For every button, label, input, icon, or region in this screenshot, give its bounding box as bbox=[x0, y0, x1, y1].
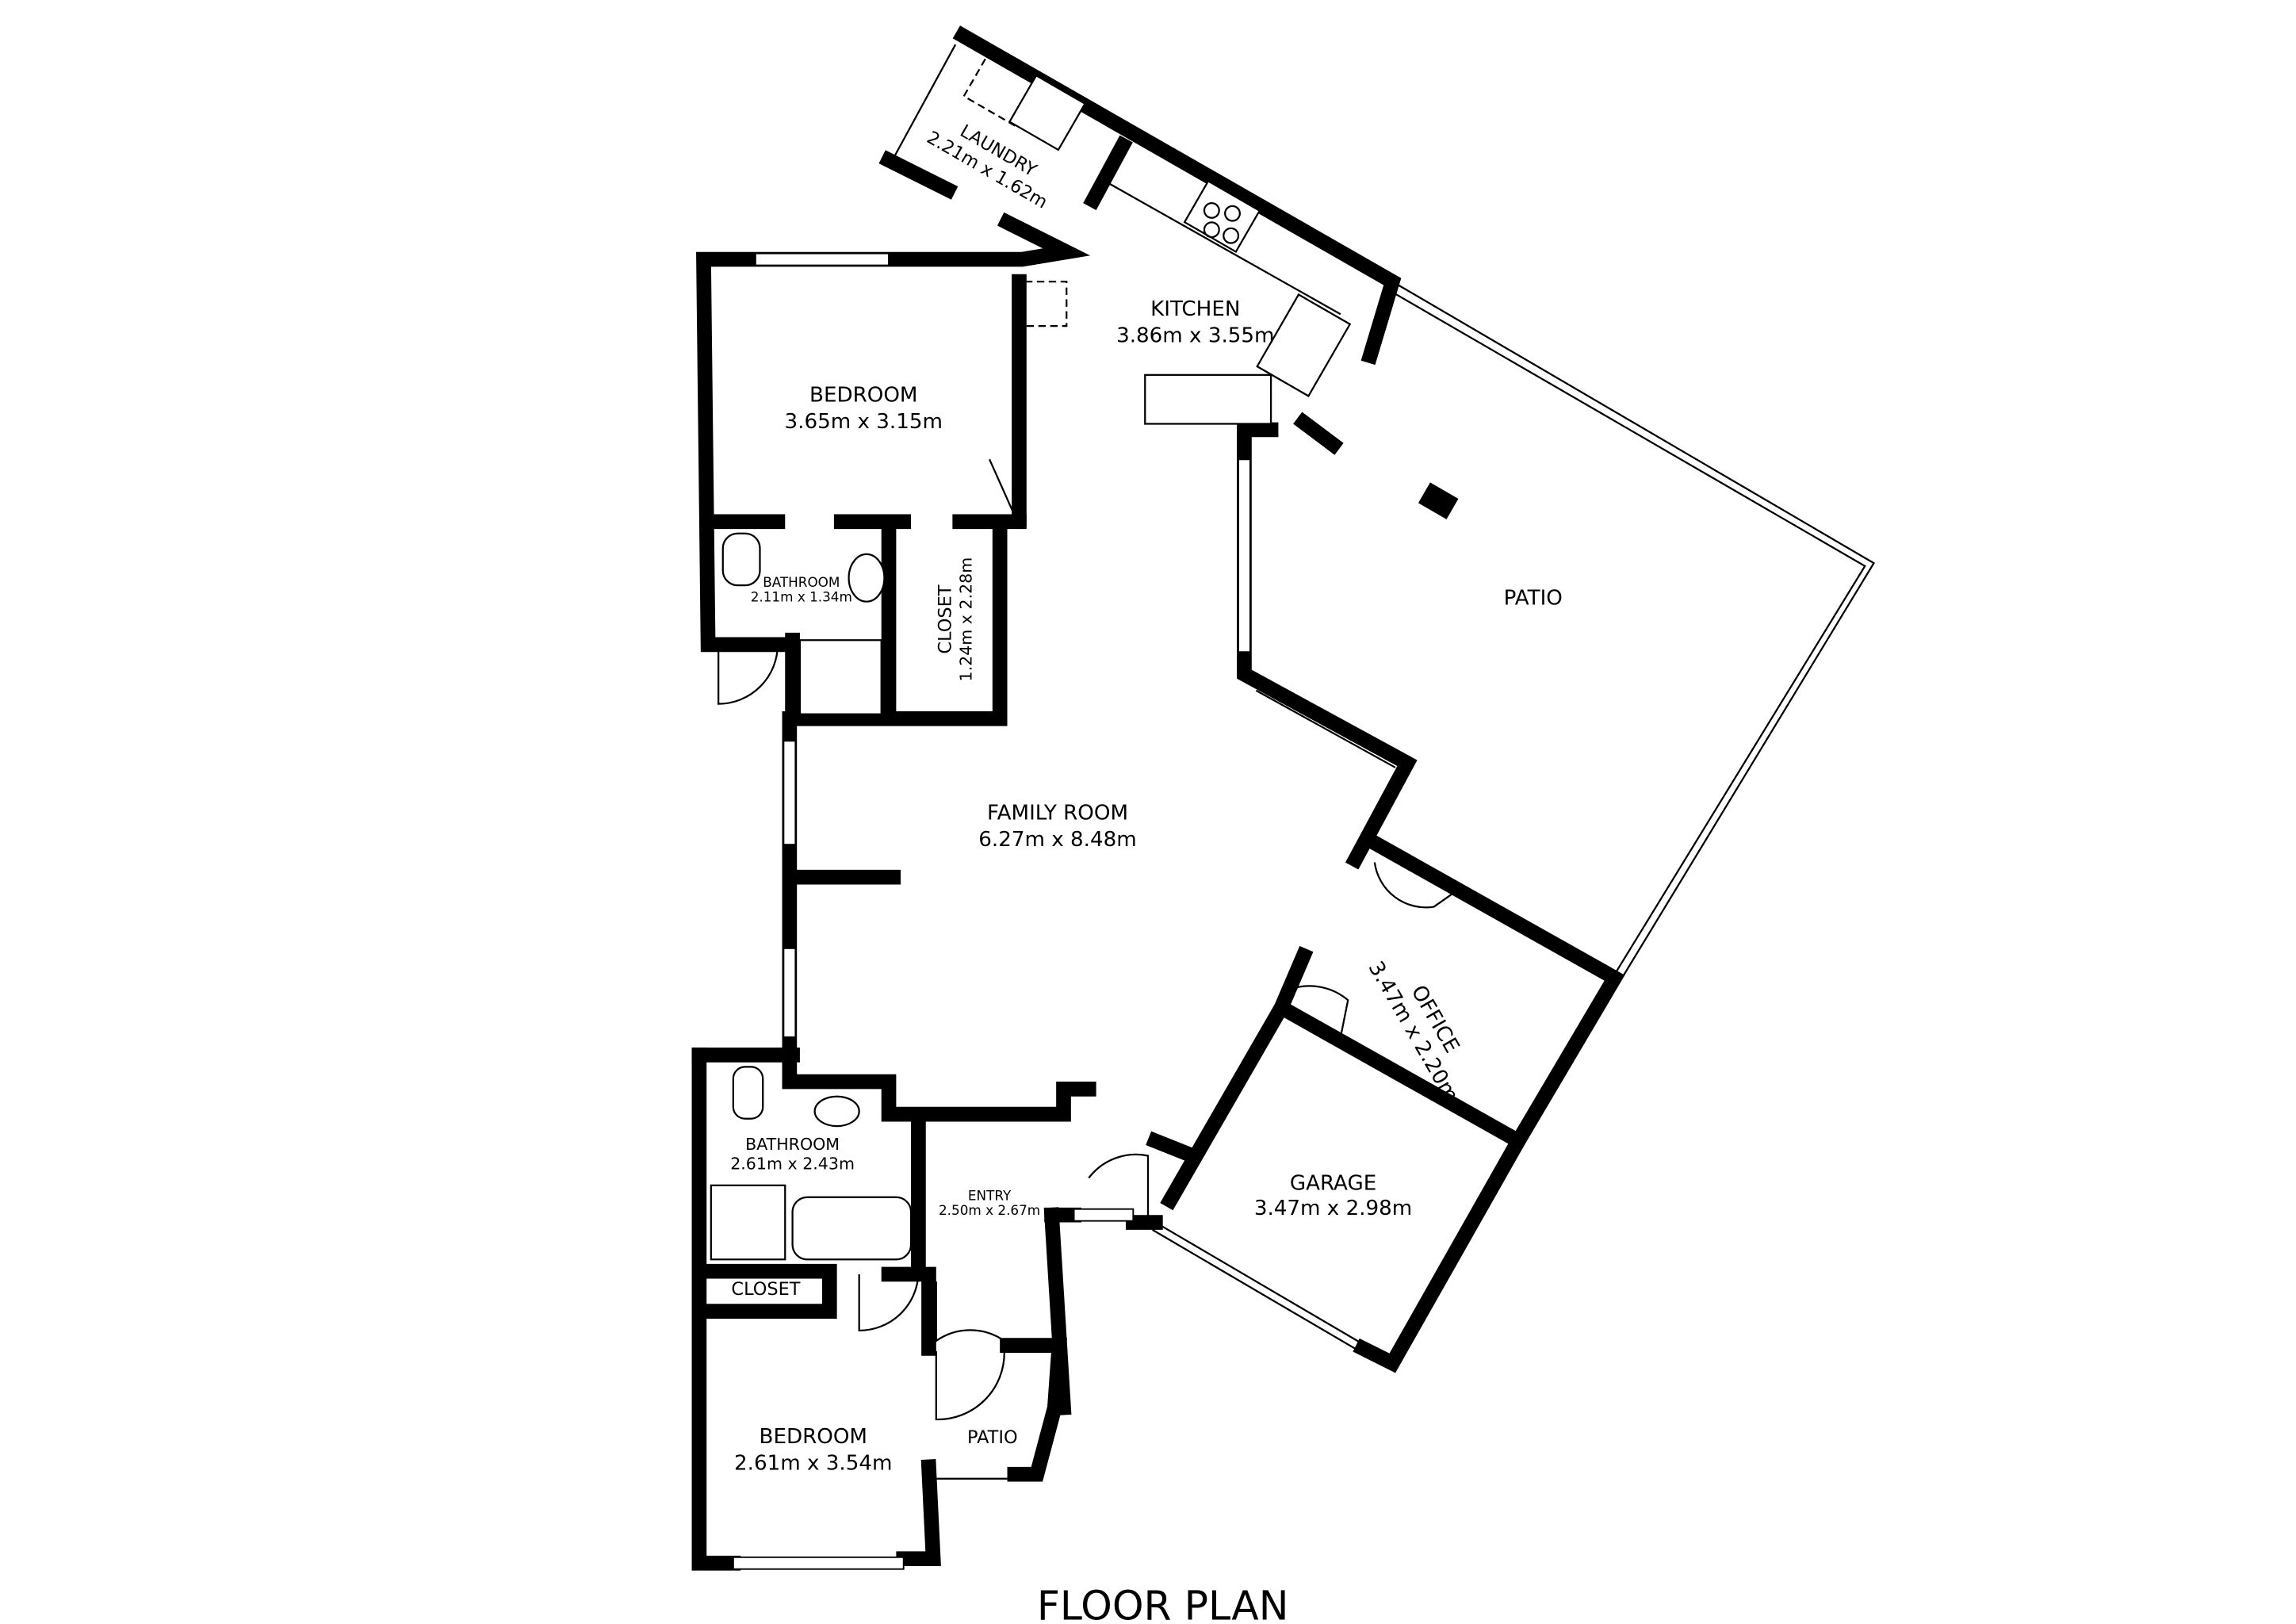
bedroom2-name: BEDROOM bbox=[760, 1425, 867, 1449]
bedroom1-name: BEDROOM bbox=[809, 383, 917, 407]
bedroom2-size: 2.61m x 3.54m bbox=[734, 1452, 892, 1476]
closet1-name: CLOSET bbox=[936, 584, 956, 653]
bathroom1-size: 2.11m x 1.34m bbox=[751, 589, 852, 605]
floor-plan-title: FLOOR PLAN bbox=[1037, 1582, 1289, 1624]
closet1-size: 1.24m x 2.28m bbox=[957, 557, 976, 682]
closet2-name: CLOSET bbox=[731, 1279, 800, 1300]
patio2-name: PATIO bbox=[967, 1427, 1018, 1448]
garage-name: GARAGE bbox=[1290, 1171, 1376, 1195]
family-name: FAMILY ROOM bbox=[987, 801, 1128, 825]
entry-name: ENTRY bbox=[968, 1188, 1012, 1204]
garage-size: 3.47m x 2.98m bbox=[1254, 1197, 1412, 1220]
kitchen-name: KITCHEN bbox=[1150, 297, 1240, 321]
windows bbox=[732, 44, 1401, 1570]
entry-size: 2.50m x 2.67m bbox=[939, 1202, 1040, 1218]
patio-outline bbox=[1391, 281, 1876, 979]
patio1-name: PATIO bbox=[1504, 586, 1563, 610]
family-size: 6.27m x 8.48m bbox=[978, 828, 1136, 852]
bathroom2-name: BATHROOM bbox=[745, 1135, 840, 1154]
fixtures bbox=[710, 53, 1460, 1480]
kitchen-size: 3.86m x 3.55m bbox=[1116, 324, 1274, 348]
bedroom1-size: 3.65m x 3.15m bbox=[785, 410, 943, 434]
bathroom1-name: BATHROOM bbox=[763, 574, 840, 590]
bathroom2-size: 2.61m x 2.43m bbox=[730, 1154, 855, 1173]
